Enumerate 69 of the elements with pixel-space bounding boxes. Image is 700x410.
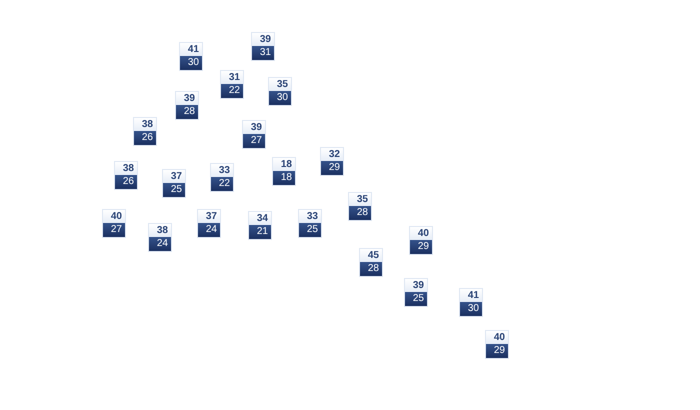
temperature-marker [409, 226, 433, 255]
temperature-marker [114, 161, 138, 190]
high-value: 35 [269, 78, 291, 91]
temperature-marker [248, 211, 272, 240]
temperature-marker [242, 120, 266, 149]
high-value: 38 [134, 118, 156, 131]
low-value: 28 [176, 105, 198, 119]
high-value: 35 [349, 193, 371, 206]
high-value: 37 [163, 170, 185, 183]
high-value: 38 [149, 224, 171, 237]
high-value: 40 [103, 210, 125, 223]
temperature-marker [272, 157, 296, 186]
high-value: 39 [252, 33, 274, 46]
low-value: 28 [349, 206, 371, 220]
high-value: 38 [115, 162, 137, 175]
temperature-marker [485, 330, 509, 359]
high-value: 40 [486, 331, 508, 344]
low-value: 30 [180, 56, 202, 70]
low-value: 29 [486, 344, 508, 358]
temperature-marker [220, 70, 244, 99]
temperature-marker [179, 42, 203, 71]
high-value: 39 [176, 92, 198, 105]
high-value: 40 [410, 227, 432, 240]
low-value: 25 [405, 292, 427, 306]
low-value: 26 [134, 131, 156, 145]
temperature-marker [359, 248, 383, 277]
temperature-marker [102, 209, 126, 238]
low-value: 29 [321, 161, 343, 175]
temperature-marker [175, 91, 199, 120]
high-value: 34 [249, 212, 271, 225]
low-value: 24 [149, 237, 171, 251]
high-value: 41 [180, 43, 202, 56]
temperature-marker [162, 169, 186, 198]
low-value: 21 [249, 225, 271, 239]
high-value: 39 [405, 279, 427, 292]
high-value: 33 [299, 210, 321, 223]
low-value: 31 [252, 46, 274, 60]
low-value: 27 [103, 223, 125, 237]
temperature-marker [459, 288, 483, 317]
low-value: 28 [360, 262, 382, 276]
temperature-marker [148, 223, 172, 252]
temperature-marker [348, 192, 372, 221]
low-value: 25 [299, 223, 321, 237]
temperature-marker [133, 117, 157, 146]
high-value: 37 [198, 210, 220, 223]
temperature-marker [298, 209, 322, 238]
low-value: 25 [163, 183, 185, 197]
temperature-marker [404, 278, 428, 307]
temperature-marker [251, 32, 275, 61]
low-value: 30 [269, 91, 291, 105]
low-value: 26 [115, 175, 137, 189]
temperature-marker [268, 77, 292, 106]
high-value: 41 [460, 289, 482, 302]
low-value: 22 [221, 84, 243, 98]
high-value: 18 [273, 158, 295, 171]
high-value: 31 [221, 71, 243, 84]
temperature-marker [210, 163, 234, 192]
temperature-marker [197, 209, 221, 238]
low-value: 30 [460, 302, 482, 316]
low-value: 22 [211, 177, 233, 191]
low-value: 27 [243, 134, 265, 148]
high-value: 32 [321, 148, 343, 161]
low-value: 24 [198, 223, 220, 237]
temperature-marker [320, 147, 344, 176]
high-value: 45 [360, 249, 382, 262]
low-value: 29 [410, 240, 432, 254]
high-value: 39 [243, 121, 265, 134]
low-value: 18 [273, 171, 295, 185]
high-value: 33 [211, 164, 233, 177]
